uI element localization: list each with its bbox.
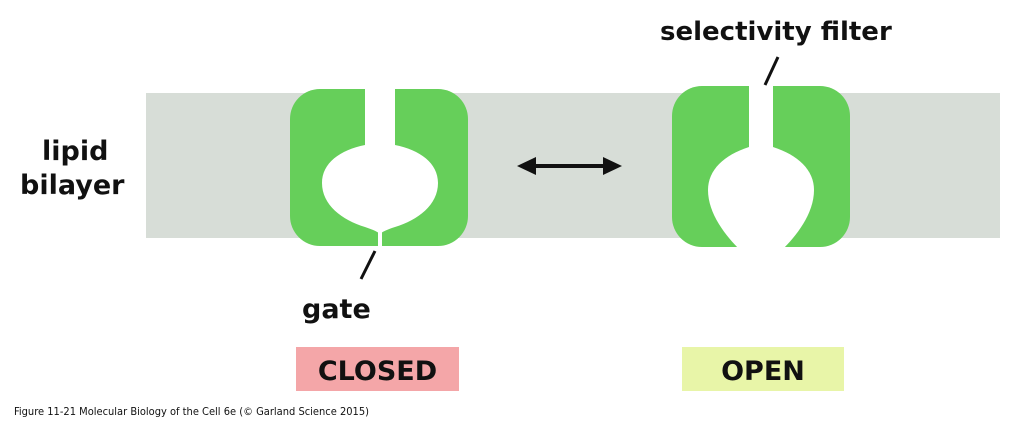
open-channel-cavity — [708, 147, 814, 250]
closed-channel — [290, 80, 468, 250]
closed-label: CLOSED — [318, 356, 437, 387]
selectivity-filter-label: selectivity filter — [660, 17, 892, 47]
open-channel — [672, 78, 850, 250]
closed-channel-filter — [365, 80, 395, 148]
double-headed-arrow-icon — [517, 157, 622, 175]
lipid-label: lipid — [42, 136, 108, 167]
closed-channel-cavity — [322, 145, 438, 234]
open-label: OPEN — [721, 356, 805, 387]
open-channel-filter — [749, 78, 773, 150]
figure-caption: Figure 11-21 Molecular Biology of the Ce… — [14, 405, 370, 418]
closed-badge: CLOSED — [296, 347, 459, 391]
filter-pointer-line — [763, 56, 780, 86]
gate-pointer-line — [359, 250, 377, 280]
gate-label: gate — [302, 294, 371, 325]
closed-gate — [378, 226, 382, 250]
bilayer-label: bilayer — [20, 170, 125, 201]
open-badge: OPEN — [682, 347, 844, 391]
